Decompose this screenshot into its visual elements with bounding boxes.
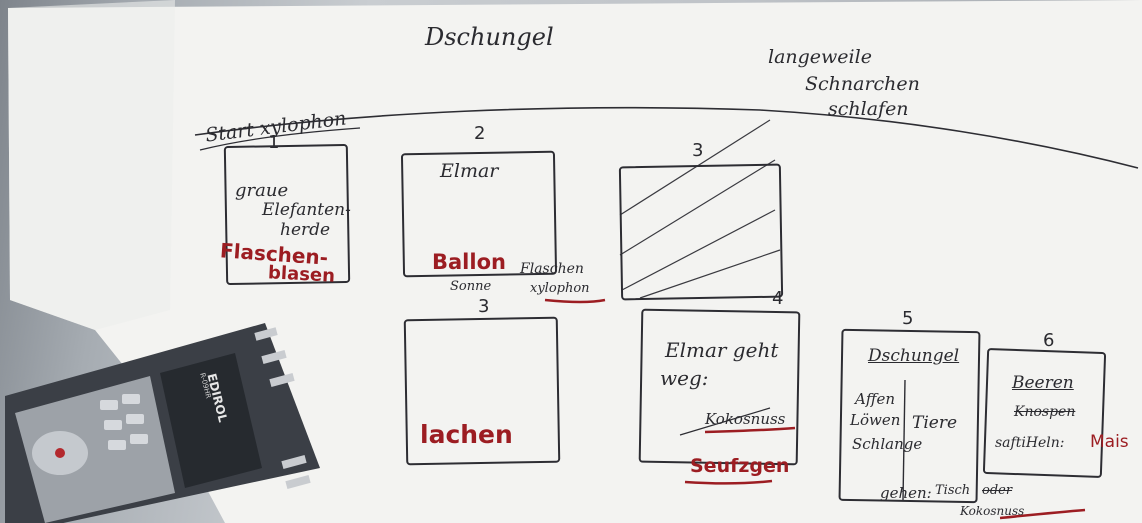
frame-5-line-2: Löwen (850, 411, 901, 429)
frame-4-line-2: weg: (660, 366, 709, 390)
frame-1-line-3: herde (280, 220, 331, 240)
frame-2-note-1: Flaschen (520, 261, 584, 277)
frame-5-line-3: Schlange (852, 435, 923, 453)
frame-1-red-line-2: blasen (267, 262, 336, 287)
frame-4-red-label: Seufzgen (690, 455, 790, 477)
audio-recorder (5, 323, 320, 523)
paper-shadow (8, 0, 175, 330)
frame-6-red-label: Mais (1090, 432, 1129, 452)
frame-3 (618, 163, 784, 301)
bottom-note-line-2: Kokosnuss (960, 504, 1025, 518)
header-right-line-3: schlafen (828, 98, 909, 120)
bottom-note-prefix: gehen: (880, 484, 932, 502)
frame-2-note-2: Sonne (450, 279, 492, 294)
frame-6-number: 6 (1043, 330, 1055, 351)
recorder-screen (160, 353, 262, 488)
red-marker-stroke (999, 508, 1086, 520)
frame-6-line: saftiHeln: (995, 435, 1065, 451)
frame-4-strike (679, 407, 771, 436)
frame-2-red-label: Ballon (432, 250, 506, 274)
timeline-line (194, 106, 1139, 169)
frame-3-hatching (619, 119, 781, 299)
bottom-note-struck: oder (982, 483, 1013, 498)
frame-5-title: Dschungel (868, 346, 960, 366)
frame-4-red-underline-2 (684, 479, 773, 485)
frame-5-number: 5 (902, 308, 914, 329)
frame-3b-number: 3 (478, 296, 490, 317)
recorder-buttons (100, 394, 148, 450)
frame-2-number: 2 (474, 123, 486, 144)
frame-4-red-underline-1 (704, 426, 796, 434)
frame-3b-red-label: lachen (420, 420, 513, 449)
header-right-line-2: Schnarchen (805, 73, 920, 95)
frame-5-line-1: Affen (855, 390, 895, 408)
recorder-panel (15, 376, 175, 523)
frame-4-number: 4 (772, 288, 784, 309)
frame-3-number: 3 (692, 140, 704, 161)
frame-5-side-label: Tiere (912, 413, 958, 433)
frame-4-struck-word: Kokosnuss (705, 410, 786, 428)
header-left-title: Dschungel (425, 23, 554, 51)
frame-4-line-1: Elmar geht (665, 338, 779, 362)
recorder-record-button (55, 448, 65, 458)
frame-6-struck-word: Knospen (1014, 404, 1076, 420)
frame-1-line-2: Elefanten- (262, 200, 351, 220)
bottom-note-text: Tisch (935, 483, 971, 498)
frame-5-divider (902, 379, 906, 501)
frame-2-title: Elmar (440, 160, 499, 182)
timeline-underline (199, 127, 361, 151)
frame-2-red-underline (544, 298, 606, 304)
paper-surface (8, 0, 1142, 523)
header-right-line-1: langeweile (768, 46, 872, 68)
frame-2-note-3: xylophon (530, 281, 590, 296)
frame-1-number: 1 (268, 132, 280, 153)
frame-6-title: Beeren (1012, 373, 1074, 393)
recorder-end-cap (254, 327, 311, 489)
frame-1-line-1: graue (235, 180, 289, 201)
